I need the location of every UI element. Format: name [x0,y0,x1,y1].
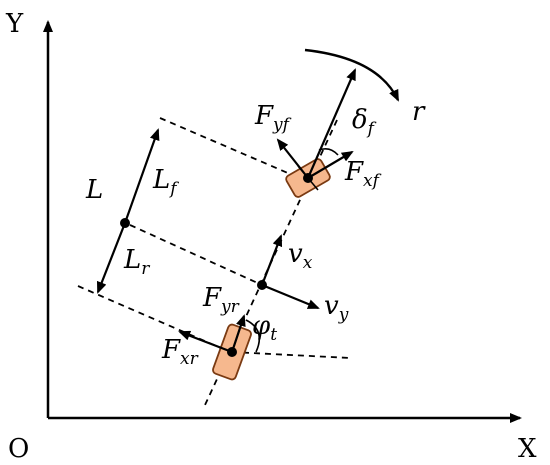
yaw-rate-label: r [412,97,426,127]
fxf-label: Fxf [344,157,382,191]
vy-arrow [261,283,320,310]
front-heading-arrow [306,68,357,179]
x-axis-label: X [518,434,537,464]
steer-angle-arc [318,148,339,156]
wheelbase-arrow-lower [96,222,127,294]
heading-angle-arc [245,319,261,353]
steer-angle-label: δf [352,105,377,139]
vx-arrow [260,234,283,286]
heading-reference-line [231,351,351,359]
wheelbase-arrow [123,128,160,224]
fyr-arrow [230,314,246,353]
fyf-arrow [276,138,309,179]
fyr-label: Fyr [202,283,240,317]
yaw-rate-arrow [304,48,400,102]
rear-distance-label: Lr [123,245,150,279]
vy-label: vy [324,291,349,325]
heading-angle-label: φt [252,311,277,345]
rear-perpendicular-line [77,285,231,353]
front-distance-label: Lf [152,165,179,199]
y-axis-label: Y [5,9,24,39]
fxr-arrow [178,330,233,354]
fxf-arrow [307,150,354,179]
center-of-gravity [257,280,267,290]
origin-label: O [8,434,29,464]
fxr-label: Fxr [161,335,199,369]
fyf-label: Fyf [254,101,292,135]
cg-perpendicular-line [129,224,263,286]
dimension-midpoint [120,218,130,228]
vx-label: vx [288,239,313,273]
wheelbase-label: L [85,175,103,205]
